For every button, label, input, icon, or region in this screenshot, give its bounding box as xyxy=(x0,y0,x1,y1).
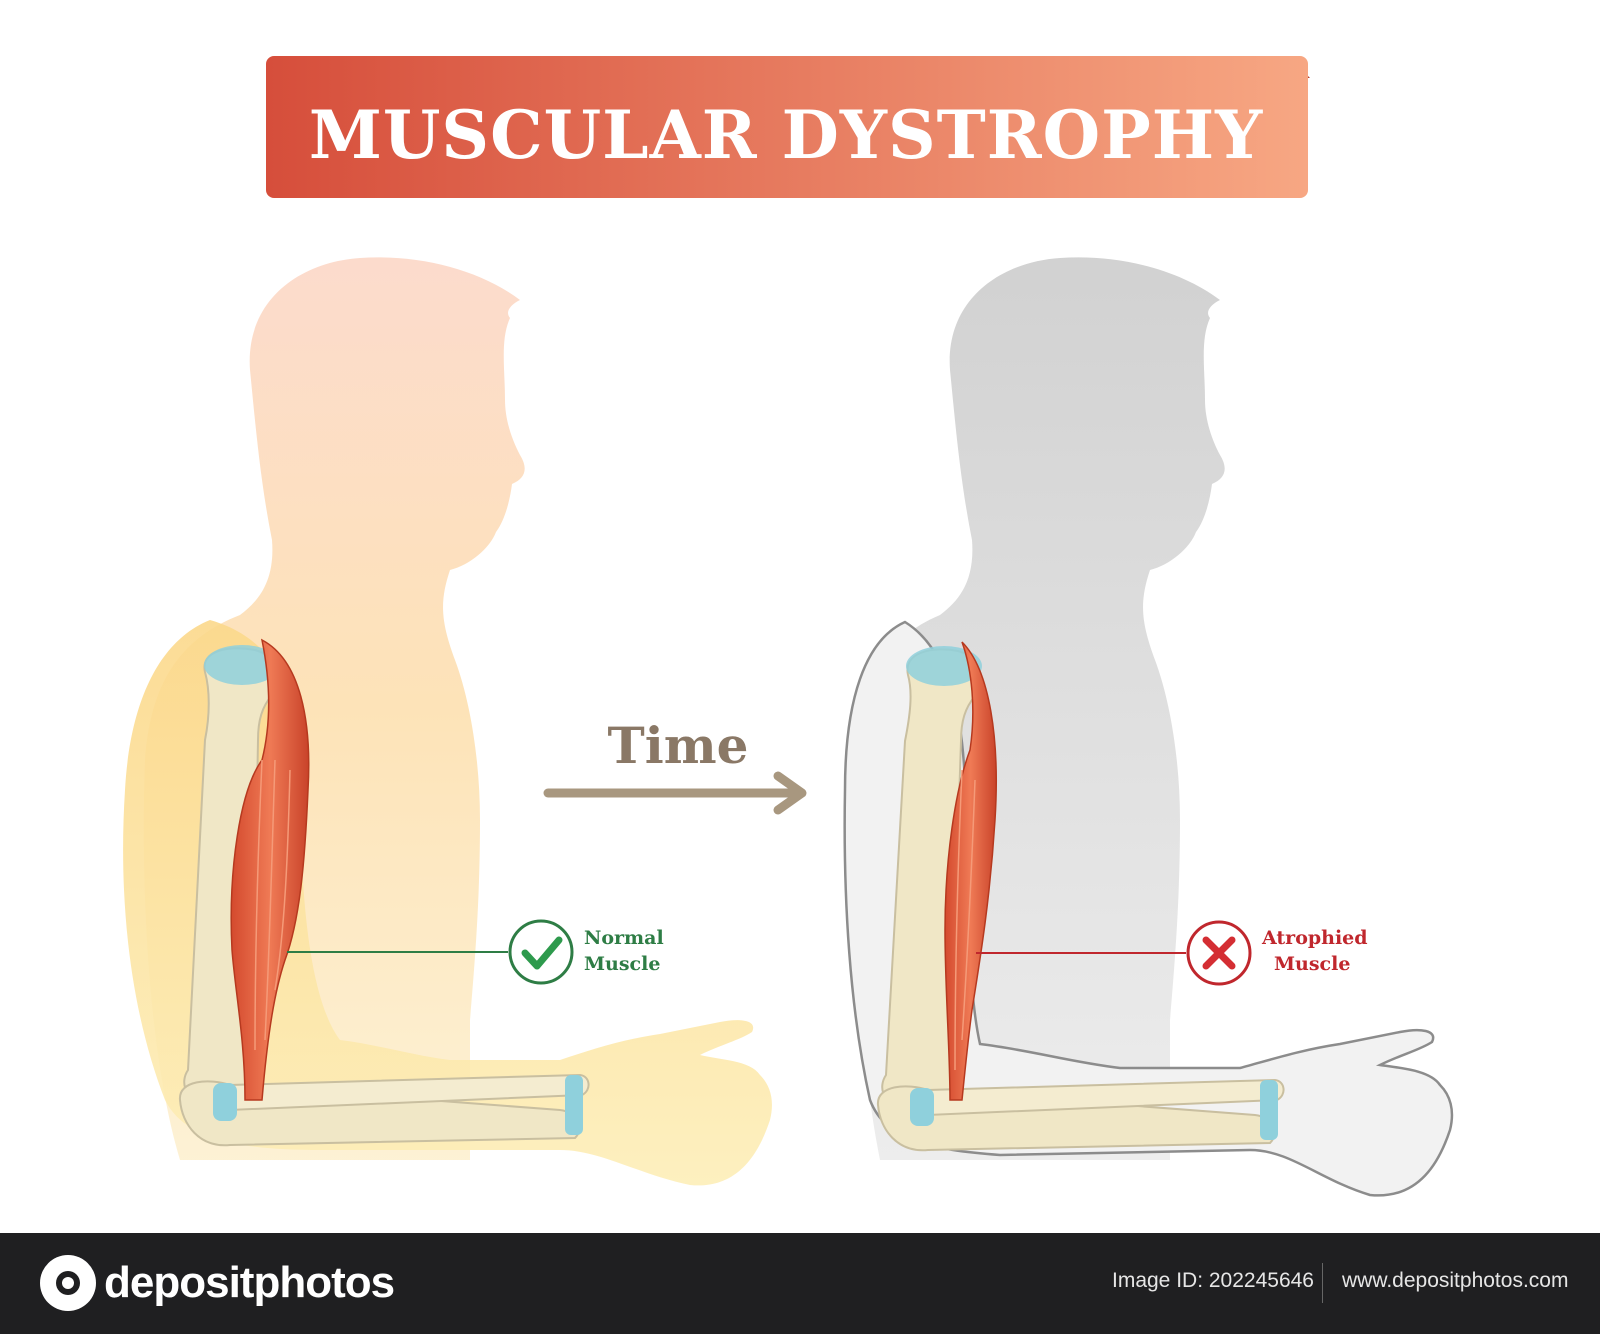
atrophied-muscle-label-line2: Muscle xyxy=(1274,953,1350,975)
site-url: www.depositphotos.com xyxy=(1342,1269,1569,1292)
time-arrow-head xyxy=(773,771,807,815)
check-icon xyxy=(521,936,563,970)
x-icon xyxy=(1202,936,1236,970)
normal-muscle-label-line1: Normal xyxy=(584,927,664,949)
normal-muscle-callout: Normal Muscle xyxy=(287,919,664,985)
check-icon-ring xyxy=(508,919,574,985)
page-title: MUSCULAR DYSTROPHY xyxy=(309,96,1263,174)
atrophied-elbow-cartilage xyxy=(910,1088,934,1126)
stock-footer: depositphotos Image ID: 202245646 www.de… xyxy=(0,1233,1600,1334)
healthy-elbow-cartilage xyxy=(213,1083,237,1121)
title-banner: MUSCULAR DYSTROPHY xyxy=(266,56,1310,198)
atrophied-wrist-cartilage xyxy=(1260,1080,1278,1140)
healthy-shoulder-cartilage xyxy=(204,645,280,685)
atrophied-figure xyxy=(843,257,1454,1197)
diagram-canvas: MUSCULAR DYSTROPHY Normal Muscle Time xyxy=(123,56,1454,1197)
normal-muscle-label-line2: Muscle xyxy=(584,953,660,975)
atrophied-muscle-callout: Atrophied Muscle xyxy=(976,920,1368,986)
brand-logo: depositphotos xyxy=(40,1253,395,1313)
healthy-muscle xyxy=(230,638,310,1101)
brand-name: depositphotos xyxy=(104,1258,395,1307)
camera-icon xyxy=(40,1255,96,1311)
time-label: Time xyxy=(608,716,749,775)
atrophied-shoulder-cartilage xyxy=(906,646,982,686)
image-id: Image ID: 202245646 xyxy=(1112,1269,1314,1292)
healthy-wrist-cartilage xyxy=(565,1075,583,1135)
atrophied-muscle-label-line1: Atrophied xyxy=(1261,927,1368,949)
healthy-figure xyxy=(123,257,772,1186)
footer-divider xyxy=(1322,1263,1323,1303)
atrophied-arm xyxy=(843,620,1454,1197)
time-transition: Time xyxy=(543,716,807,815)
